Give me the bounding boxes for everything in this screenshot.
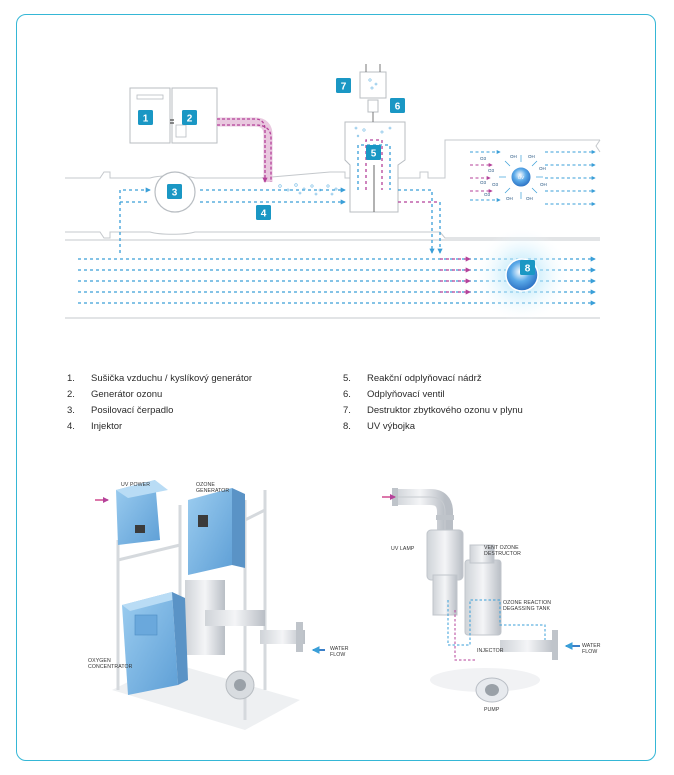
water-flow-left-2: FLOW xyxy=(330,652,345,658)
legend-item: 7. Destruktor zbytkového ozonu v plynu xyxy=(343,403,523,419)
svg-text:OH: OH xyxy=(526,196,533,201)
legend-left: 1.Sušička vzduchu / kyslíkový generátor … xyxy=(67,371,252,435)
tank-label-2: DEGASSING TANK xyxy=(503,606,550,612)
svg-text:6: 6 xyxy=(395,102,401,113)
system-photo-left xyxy=(95,480,325,730)
injector-bubbles xyxy=(278,183,338,196)
legend-item: 2. Generátor ozonu xyxy=(67,387,252,403)
badge-5: 5 xyxy=(366,145,381,160)
o3-labels: O3 O3 O3 O3 O3 xyxy=(480,156,499,197)
svg-text:OH: OH xyxy=(506,196,513,201)
uv-power-label: UV POWER xyxy=(121,482,150,488)
reaction-tank xyxy=(344,121,406,213)
svg-text:4: 4 xyxy=(261,209,267,220)
svg-text:OH: OH xyxy=(540,182,547,187)
uv-reaction-inset: UV O3 O3 O3 O3 O3 OH OH OH OH OH OH xyxy=(470,150,596,206)
oxygen-label-2: CONCENTRATOR xyxy=(88,664,133,670)
vent-label-1: VENT OZONE xyxy=(484,545,519,551)
lower-water-flow xyxy=(78,256,596,306)
legend-number: 7. xyxy=(343,405,351,416)
svg-text:2: 2 xyxy=(187,114,193,125)
badge-1: 1 xyxy=(138,110,153,125)
legend-text: Sušička vzduchu / kyslíkový generátor xyxy=(91,373,253,384)
svg-text:OH: OH xyxy=(539,166,546,171)
vent-label-2: DESTRUCTOR xyxy=(484,551,521,557)
svg-text:O3: O3 xyxy=(488,168,495,173)
upper-pipe-outline xyxy=(65,139,601,239)
badge-7: 7 xyxy=(336,78,351,93)
badge-6: 6 xyxy=(390,98,405,113)
legend-item: 3. Posilovací čerpadlo xyxy=(67,403,252,419)
legend-item: 8. UV výbojka xyxy=(343,419,523,435)
legend-right: 5. Reakční odplyňovací nádrž 6. Odplyňovac… xyxy=(343,371,523,435)
svg-text:O3: O3 xyxy=(480,180,487,185)
svg-text:3: 3 xyxy=(172,188,178,199)
badge-4: 4 xyxy=(256,205,271,220)
water-flow-right-2: FLOW xyxy=(582,649,597,655)
svg-text:1: 1 xyxy=(143,114,149,125)
legend-number: 6. xyxy=(343,389,351,400)
legend-text: Reakční odplyňovací nádrž xyxy=(367,373,482,384)
ozone-generator-label-1: OZONE xyxy=(196,482,215,488)
legend-number: 8. xyxy=(343,421,351,432)
svg-text:O3: O3 xyxy=(484,192,491,197)
pump-label: PUMP xyxy=(484,707,500,713)
legend-item: 1. Sušička vzduchu / kyslíkový generátor xyxy=(67,371,252,387)
badge-3: 3 xyxy=(167,184,182,199)
svg-text:8: 8 xyxy=(525,264,531,275)
legend-text: Odplyňovací ventil xyxy=(367,389,445,400)
oxygen-label-1: OXYGEN xyxy=(88,658,111,664)
oh-labels: OH OH OH OH OH OH xyxy=(506,154,547,201)
ozonated-flow-segment xyxy=(440,256,471,295)
tank-label-1: OZONE REACTION xyxy=(503,600,551,606)
legend-text: Posilovací čerpadlo xyxy=(91,405,174,416)
ozone-gas-line xyxy=(217,117,273,182)
page-frame xyxy=(16,14,656,761)
legend-number: 5. xyxy=(343,373,351,384)
injector-label: INJECTOR xyxy=(477,648,504,654)
svg-text:OH: OH xyxy=(528,154,535,159)
uv-lamp-label: UV LAMP xyxy=(391,546,415,552)
uv-core-label: UV xyxy=(518,175,524,180)
legend-text: UV výbojka xyxy=(367,421,416,432)
svg-text:7: 7 xyxy=(341,82,347,93)
legend-text: Injektor xyxy=(91,421,123,432)
legend-number: 4. xyxy=(67,421,75,432)
legend-item: 6. Odplyňovací ventil xyxy=(343,387,523,403)
badge-8: 8 xyxy=(520,260,535,275)
water-flow-left-1: WATER xyxy=(330,646,349,652)
system-photo-right xyxy=(382,488,580,703)
badge-2: 2 xyxy=(182,110,197,125)
legend-number: 2. xyxy=(67,389,75,400)
water-flow-right-1: WATER xyxy=(582,643,601,649)
legend-text: Generátor ozonu xyxy=(91,389,163,400)
legend-number: 1. xyxy=(67,373,75,384)
svg-text:5: 5 xyxy=(371,149,377,160)
ozone-generator-label-2: GENERATOR xyxy=(196,488,229,494)
legend-item: 5. Reakční odplyňovací nádrž xyxy=(343,371,523,387)
svg-text:O3: O3 xyxy=(492,182,499,187)
vent-valve xyxy=(359,71,387,99)
legend-text: Destruktor zbytkového ozonu v plynu xyxy=(367,405,523,416)
legend-number: 3. xyxy=(67,405,75,416)
svg-text:OH: OH xyxy=(510,154,517,159)
legend-item: 4. Injektor xyxy=(67,419,252,435)
svg-text:O3: O3 xyxy=(480,156,487,161)
